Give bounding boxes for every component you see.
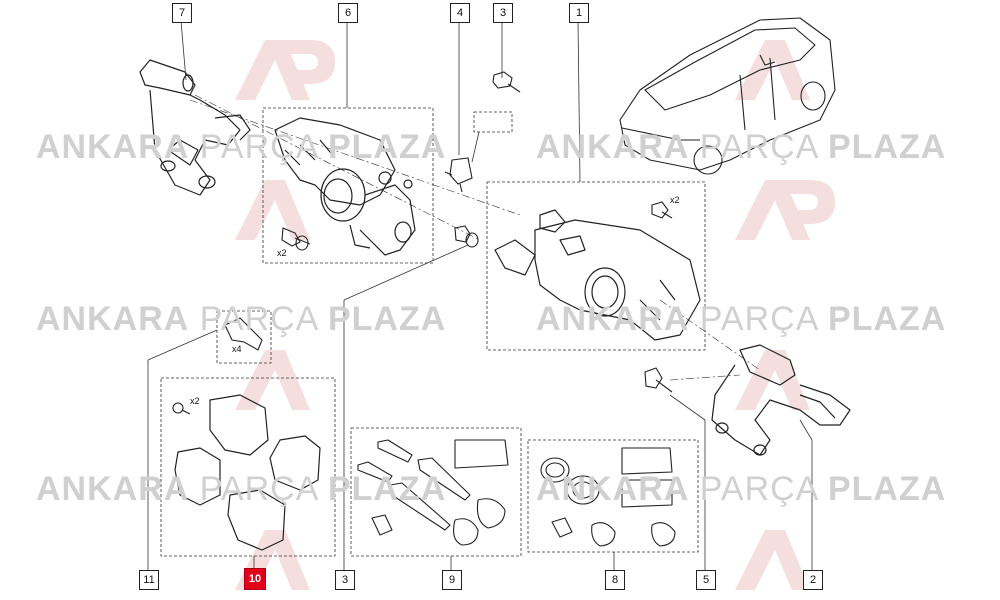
- part-6-caliper: [274, 117, 416, 256]
- callout-1[interactable]: 1: [569, 3, 589, 23]
- qty-label: x4: [232, 344, 242, 354]
- box-clip-kit: [216, 310, 272, 364]
- part-8-seal-kit: [540, 447, 676, 547]
- watermark-logo: [235, 40, 835, 590]
- watermark-text: ANKARA PARÇA PLAZA: [536, 300, 947, 338]
- part-7-bracket: [139, 59, 251, 196]
- box-seal-kit: [527, 439, 699, 553]
- watermark-text: ANKARA PARÇA PLAZA: [36, 300, 447, 338]
- part-3-bolt: [492, 71, 521, 93]
- callout-2[interactable]: 2: [803, 570, 823, 590]
- part-4-sensor: [444, 157, 473, 193]
- box-sensor: [473, 111, 513, 133]
- callout-10[interactable]: 10: [244, 568, 266, 590]
- box-caliper-assembly: [262, 107, 434, 264]
- part-5-bolt: [644, 367, 673, 393]
- watermark-text: ANKARA PARÇA PLAZA: [36, 128, 447, 166]
- callout-7[interactable]: 7: [172, 3, 192, 23]
- box-caliper-main: [486, 181, 706, 351]
- callout-8[interactable]: 8: [605, 570, 625, 590]
- part-2-bracket: [711, 344, 851, 456]
- watermark-text: ANKARA PARÇA PLAZA: [536, 128, 947, 166]
- part-11-clips: [224, 317, 263, 351]
- part-10-brake-pads: [174, 394, 321, 551]
- callout-11[interactable]: 11: [139, 570, 159, 590]
- callout-9[interactable]: 9: [442, 570, 462, 590]
- box-guide-kit: [350, 427, 522, 557]
- qty-label: x2: [670, 195, 680, 205]
- watermark-text: ANKARA PARÇA PLAZA: [536, 470, 947, 508]
- leader-lines: [147, 20, 813, 570]
- callout-5[interactable]: 5: [696, 570, 716, 590]
- callout-3-bottom[interactable]: 3: [335, 570, 355, 590]
- part-3-bolt-lower: [454, 225, 479, 248]
- part-9-guide-kit: [357, 439, 509, 546]
- watermark-text: ANKARA PARÇA PLAZA: [36, 470, 447, 508]
- qty-label: x2: [277, 248, 287, 258]
- bolt-icon: [651, 201, 673, 219]
- qty-label: x2: [190, 396, 200, 406]
- part-1-caliper: [494, 209, 701, 341]
- bolt-icon: [172, 402, 191, 415]
- callout-4[interactable]: 4: [450, 3, 470, 23]
- bolt-icon: [281, 227, 311, 251]
- callout-3-top[interactable]: 3: [493, 3, 513, 23]
- box-pad-set: [160, 377, 336, 557]
- callout-6[interactable]: 6: [338, 3, 358, 23]
- group-boxes: [160, 107, 706, 557]
- car-illustration: [619, 17, 836, 175]
